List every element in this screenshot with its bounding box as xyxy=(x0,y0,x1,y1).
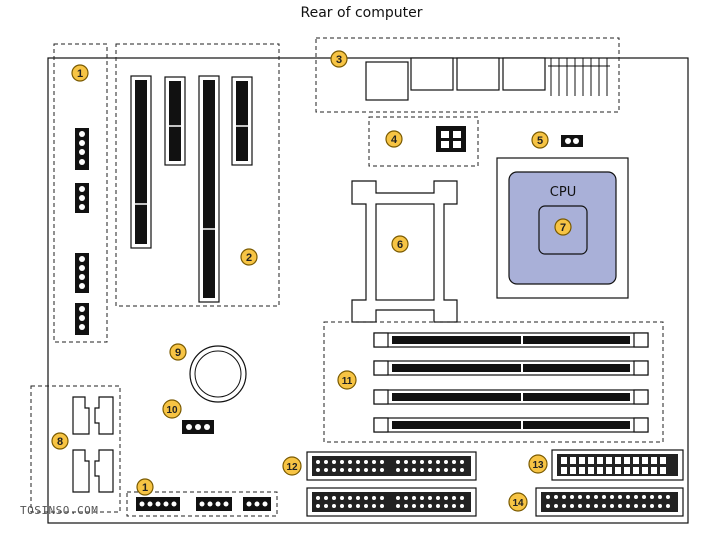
badge-11: 11 xyxy=(337,370,357,390)
svg-text:7: 7 xyxy=(560,222,566,234)
region-1-left-headers xyxy=(53,43,108,343)
motherboard-outline xyxy=(47,57,689,524)
svg-text:4: 4 xyxy=(391,134,398,146)
region-8-sata-ports xyxy=(30,385,121,513)
floppy-connector xyxy=(551,449,684,481)
badge-14: 14 xyxy=(508,492,528,512)
cpu-fan-header xyxy=(561,135,583,147)
svg-text:9: 9 xyxy=(175,347,181,359)
svg-text:12: 12 xyxy=(286,462,298,473)
region-11-memory-slots xyxy=(323,321,664,443)
badge-7: 7 xyxy=(554,218,572,236)
badge-10: 10 xyxy=(162,399,182,419)
cpu-label: CPU xyxy=(550,185,576,200)
svg-text:10: 10 xyxy=(166,405,178,416)
atx12v-connector xyxy=(436,126,466,152)
region-2-expansion-slots xyxy=(115,43,280,307)
badge-6: 6 xyxy=(391,235,409,253)
badge-5: 5 xyxy=(531,131,549,149)
badge-4: 4 xyxy=(385,130,403,148)
svg-text:1: 1 xyxy=(142,482,148,494)
region-4-atx12v-connector xyxy=(368,116,479,167)
sata-connectors xyxy=(72,396,114,493)
memory-slots xyxy=(373,332,649,433)
front-panel-headers xyxy=(136,497,271,511)
badge-9: 9 xyxy=(169,343,187,361)
badge-1-bottom: 1 xyxy=(136,478,154,496)
svg-text:14: 14 xyxy=(512,498,524,509)
badge-8: 8 xyxy=(51,432,69,450)
badge-1-top: 1 xyxy=(71,64,89,82)
svg-text:8: 8 xyxy=(57,436,63,448)
region-3-rear-io xyxy=(315,37,620,113)
expansion-slots xyxy=(130,75,253,303)
clear-cmos-jumper xyxy=(182,420,214,434)
svg-text:13: 13 xyxy=(532,460,544,471)
svg-text:5: 5 xyxy=(537,135,543,147)
svg-text:1: 1 xyxy=(77,68,83,80)
cmos-battery xyxy=(189,345,247,403)
fan-header-column xyxy=(75,128,89,335)
ide-connectors xyxy=(306,451,477,517)
svg-text:3: 3 xyxy=(336,54,342,66)
badge-2: 2 xyxy=(240,248,258,266)
region-1-front-panel-headers xyxy=(126,491,278,517)
badge-12: 12 xyxy=(282,456,302,476)
rear-io-ports xyxy=(365,57,610,101)
diagram-title: Rear of computer xyxy=(300,5,423,21)
badge-13: 13 xyxy=(528,454,548,474)
badge-3: 3 xyxy=(330,50,348,68)
svg-text:11: 11 xyxy=(342,376,353,387)
svg-text:2: 2 xyxy=(246,252,252,264)
svg-text:6: 6 xyxy=(397,239,403,251)
watermark: TOSINSO.COM xyxy=(20,504,99,517)
northbridge-heatsink xyxy=(351,180,458,323)
number-badges: 1 2 3 4 5 6 7 8 9 10 11 12 13 14 1 xyxy=(51,50,572,512)
atx-power-connector xyxy=(535,487,684,517)
